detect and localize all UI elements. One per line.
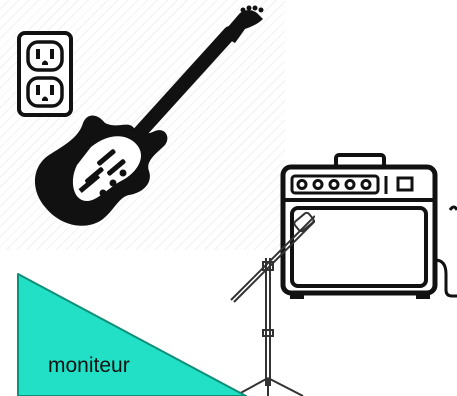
- electric-guitar-icon[interactable]: [25, 5, 270, 245]
- monitor-label: moniteur: [48, 354, 130, 378]
